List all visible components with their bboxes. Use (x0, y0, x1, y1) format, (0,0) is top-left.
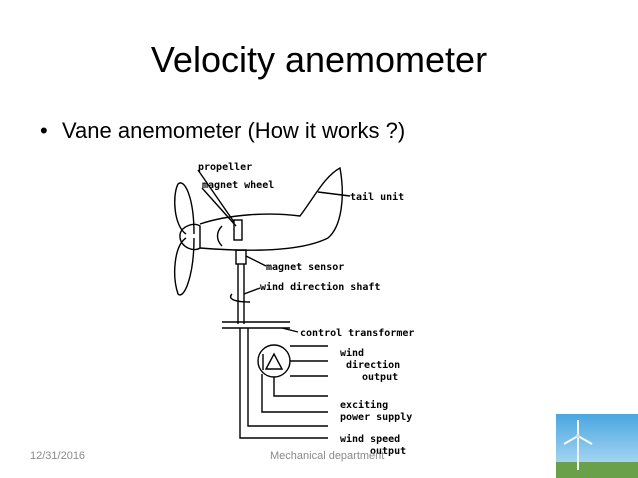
bullet-item: • Vane anemometer (How it works ?) (40, 118, 405, 144)
propeller-blade-top (174, 182, 195, 235)
bullet-text: Vane anemometer (How it works ?) (62, 118, 406, 143)
magnet-wheel (233, 219, 243, 241)
label-control-transformer: control transformer (300, 328, 414, 339)
bullet-dot-icon: • (40, 118, 48, 143)
label-magnet-sensor: magnet sensor (266, 262, 344, 273)
rotation-arrow (216, 225, 223, 247)
label-wind-speed-1: wind speed (340, 433, 400, 445)
propeller-blade-bottom (174, 237, 195, 296)
label-wind-speed-2: output (370, 446, 406, 456)
vane-anemometer-diagram: propeller magnet wheel tail unit magnet … (174, 162, 414, 456)
vane-body (199, 166, 343, 251)
footer-department: Mechanical department (270, 450, 385, 462)
label-exciting-2: power supply (340, 412, 412, 423)
label-wind-direction-2: direction (346, 359, 400, 371)
shaft-rotation-arrow (229, 293, 251, 303)
magnet-sensor (235, 249, 247, 265)
label-wind-direction-3: output (362, 372, 398, 383)
label-wind-direction-shaft: wind direction shaft (260, 281, 380, 293)
wind-turbine-thumbnail (556, 414, 638, 478)
label-wind-direction-1: wind (340, 347, 364, 359)
label-propeller: propeller (198, 162, 252, 173)
label-magnet-wheel: magnet wheel (202, 180, 274, 191)
footer-date: 12/31/2016 (30, 450, 86, 462)
slide-title: Velocity anemometer (150, 39, 488, 80)
nose-cone (179, 223, 201, 251)
label-exciting-1: exciting (340, 399, 388, 411)
label-tail-unit: tail unit (350, 191, 404, 203)
